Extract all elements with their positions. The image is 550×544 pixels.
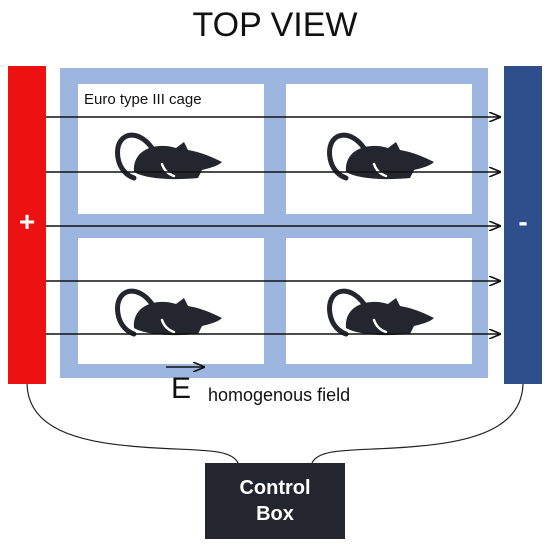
cage-compartment-bottom-right <box>286 238 472 364</box>
control-box-label-line2: Box <box>256 503 294 525</box>
cage-compartment-bottom-left <box>78 238 264 364</box>
minus-sign: - <box>518 206 528 237</box>
control-box: Control Box <box>205 463 345 539</box>
field-label: homogenous field <box>208 385 351 405</box>
cathode-electrode: - <box>504 66 542 384</box>
wire-cathode <box>311 383 524 464</box>
control-box-label-line1: Control <box>239 477 311 499</box>
plus-sign: + <box>18 206 36 237</box>
cage-label: Euro type III cage <box>84 91 202 108</box>
field-symbol: E <box>171 372 192 405</box>
diagram-title: TOP VIEW <box>192 6 358 44</box>
anode-electrode: + <box>8 66 46 384</box>
wire-anode <box>26 383 239 464</box>
